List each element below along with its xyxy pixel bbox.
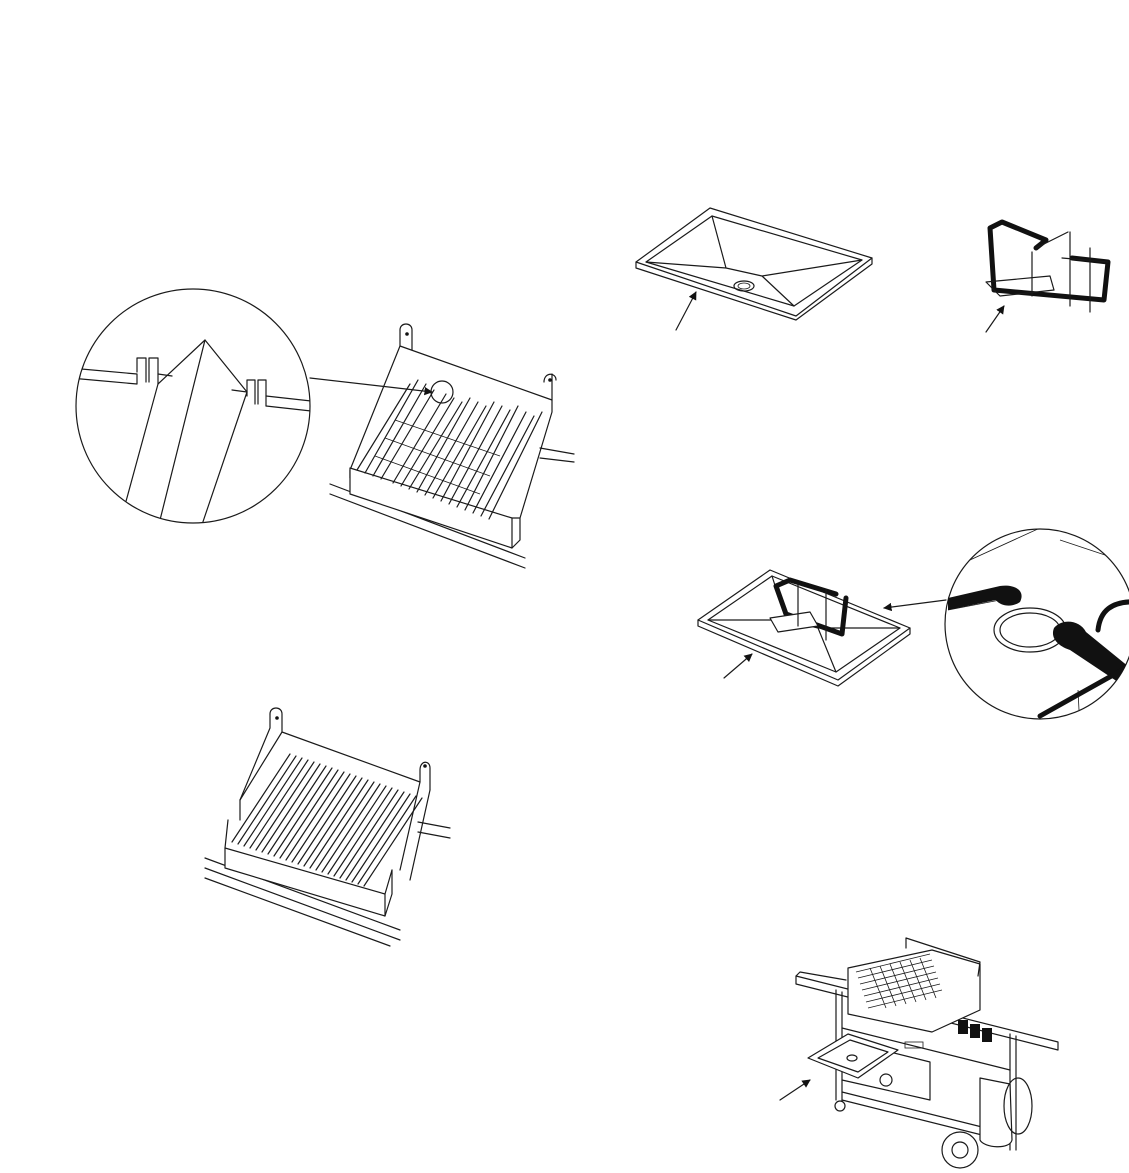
grill-cart-overview <box>780 938 1058 1168</box>
holder-arrow <box>986 306 1004 332</box>
grate-detail-callout <box>70 289 574 568</box>
pan-arrow <box>724 654 752 678</box>
magnifier-circle-left <box>70 289 320 560</box>
grate-tray-assembled <box>205 708 450 946</box>
control-knobs <box>958 1020 992 1042</box>
catch-pan-arrow <box>676 292 696 330</box>
callout-arrow <box>310 378 432 392</box>
detail-arrow <box>884 600 946 608</box>
firebox-grate-partial <box>330 324 574 568</box>
cart-pan-arrow <box>780 1080 810 1100</box>
magnifier-circle-right <box>945 528 1129 730</box>
drip-pan-holder <box>986 222 1108 332</box>
catch-pan-with-holder-detail <box>698 528 1129 730</box>
catch-pan <box>636 208 872 330</box>
